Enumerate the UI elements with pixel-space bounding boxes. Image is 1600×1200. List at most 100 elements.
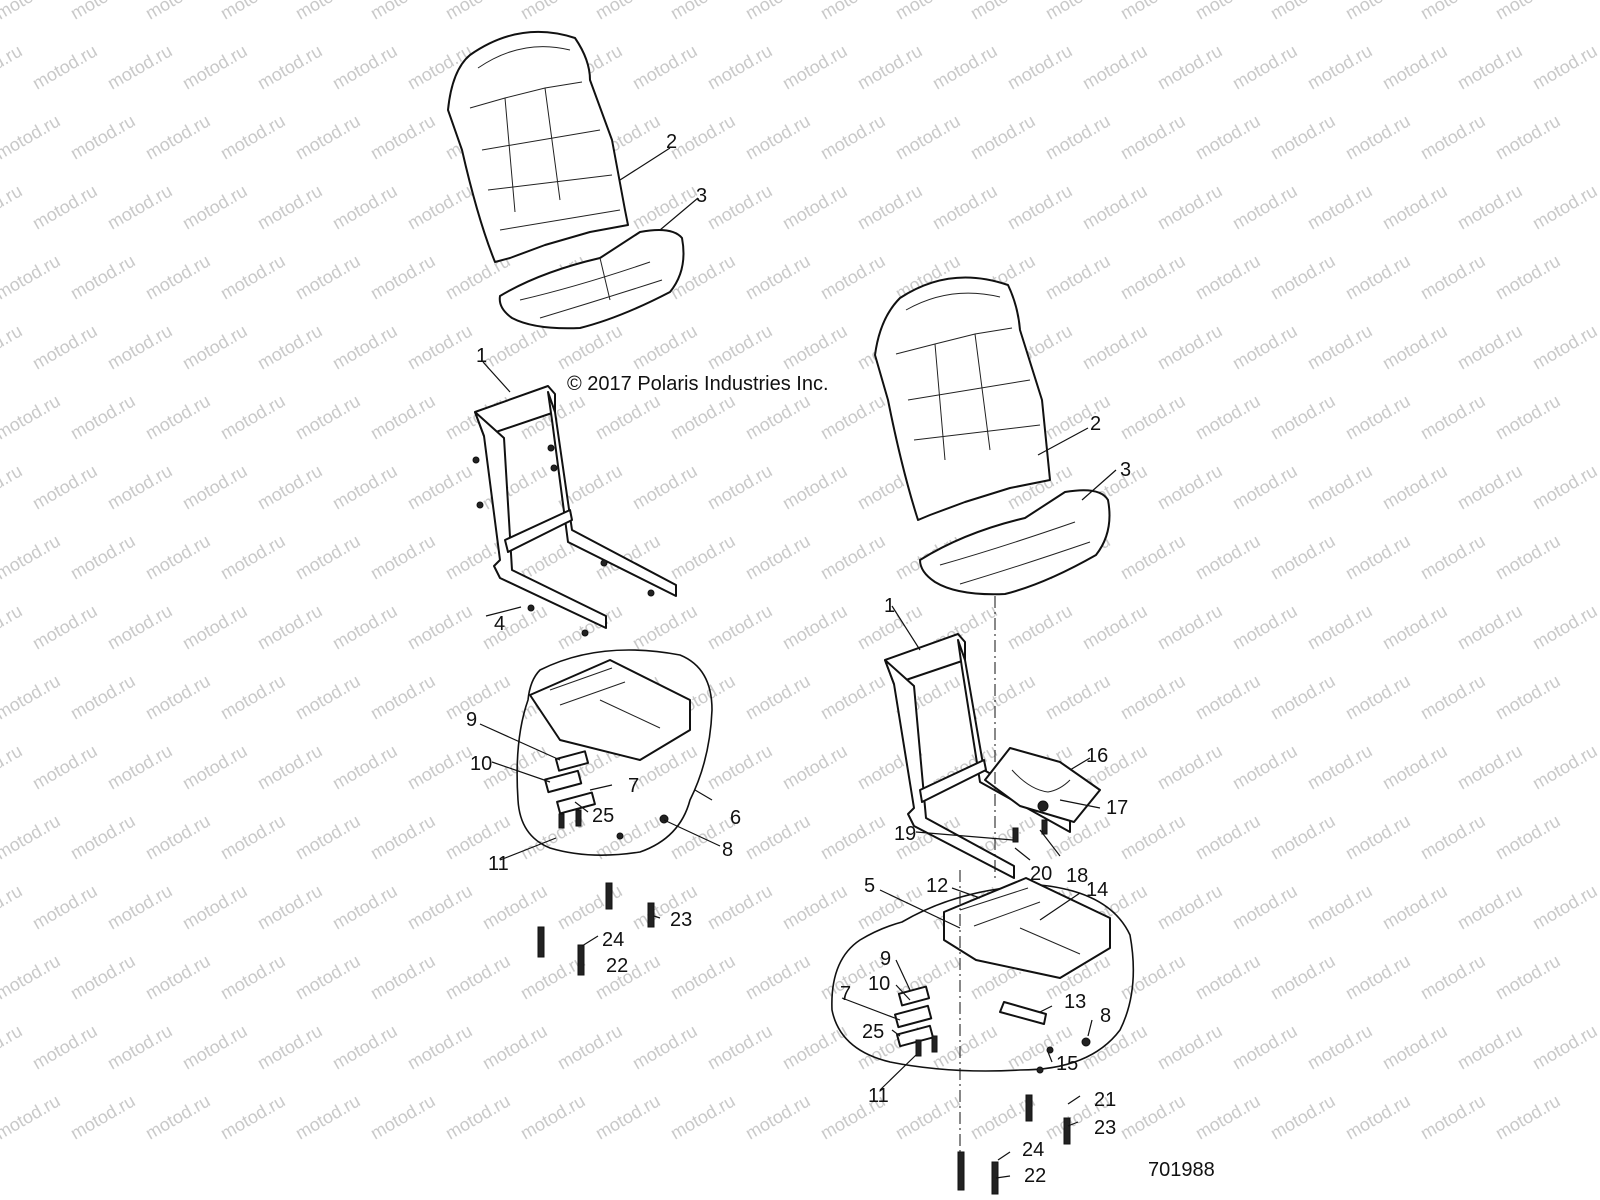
watermark-text: motod.ru — [0, 391, 64, 444]
callout-left-2: 2 — [666, 131, 677, 153]
watermark-text: motod.ru — [1342, 811, 1414, 864]
watermark-text: motod.ru — [1342, 951, 1414, 1004]
watermark-text: motod.ru — [704, 41, 776, 94]
watermark-text: motod.ru — [1342, 0, 1414, 23]
callout-right-9: 9 — [880, 948, 891, 970]
watermark-text: motod.ru — [1454, 321, 1526, 374]
watermark-text: motod.ru — [1267, 0, 1339, 23]
watermark-text: motod.ru — [1117, 951, 1189, 1004]
watermark-text: motod.ru — [1154, 461, 1226, 514]
watermark-text: motod.ru — [1154, 881, 1226, 934]
watermark-text: motod.ru — [517, 1091, 589, 1144]
watermark-text: motod.ru — [67, 811, 139, 864]
watermark-text: motod.ru — [742, 951, 814, 1004]
watermark-text: motod.ru — [1379, 881, 1451, 934]
watermark-text: motod.ru — [329, 461, 401, 514]
watermark-text: motod.ru — [1342, 531, 1414, 584]
watermark-text: motod.ru — [1117, 251, 1189, 304]
watermark-text: motod.ru — [1154, 1021, 1226, 1074]
watermark-text: motod.ru — [404, 1021, 476, 1074]
watermark-text: motod.ru — [967, 111, 1039, 164]
watermark-text: motod.ru — [292, 671, 364, 724]
watermark-text: motod.ru — [1454, 41, 1526, 94]
watermark-text: motod.ru — [742, 671, 814, 724]
watermark-text: motod.ru — [142, 951, 214, 1004]
watermark-text: motod.ru — [892, 111, 964, 164]
callout-left-4: 4 — [494, 613, 505, 635]
watermark-text: motod.ru — [254, 1021, 326, 1074]
watermark-text: motod.ru — [292, 811, 364, 864]
watermark-text: motod.ru — [442, 0, 514, 23]
watermark-text: motod.ru — [1117, 671, 1189, 724]
watermark-text: motod.ru — [1454, 181, 1526, 234]
watermark-text: motod.ru — [67, 0, 139, 23]
watermark-text: motod.ru — [1229, 41, 1301, 94]
watermark-text: motod.ru — [1379, 41, 1451, 94]
watermark-text: motod.ru — [404, 461, 476, 514]
watermark-text: motod.ru — [217, 111, 289, 164]
watermark-text: motod.ru — [1304, 41, 1376, 94]
watermark-text: motod.ru — [1229, 601, 1301, 654]
watermark-text: motod.ru — [367, 951, 439, 1004]
watermark-text: motod.ru — [817, 531, 889, 584]
watermark-text: motod.ru — [929, 1021, 1001, 1074]
watermark-text: motod.ru — [0, 1021, 26, 1074]
watermark-text: motod.ru — [1417, 1091, 1489, 1144]
callout-right-14: 14 — [1086, 879, 1108, 901]
watermark-text: motod.ru — [1154, 321, 1226, 374]
callout-right-24: 24 — [1022, 1139, 1044, 1161]
watermark-text: motod.ru — [67, 1091, 139, 1144]
watermark-text: motod.ru — [704, 1021, 776, 1074]
watermark-text: motod.ru — [329, 181, 401, 234]
watermark-text: motod.ru — [442, 1091, 514, 1144]
watermark-text: motod.ru — [967, 671, 1039, 724]
watermark-text: motod.ru — [367, 531, 439, 584]
watermark-text: motod.ru — [142, 391, 214, 444]
watermark-text: motod.ru — [67, 531, 139, 584]
watermark-text: motod.ru — [1492, 251, 1564, 304]
watermark-text: motod.ru — [1529, 1021, 1600, 1074]
watermark-text: motod.ru — [1529, 741, 1600, 794]
watermark-text: motod.ru — [1154, 41, 1226, 94]
callout-right-11: 11 — [868, 1085, 889, 1107]
watermark-text: motod.ru — [142, 811, 214, 864]
watermark-text: motod.ru — [479, 1021, 551, 1074]
watermark-text: motod.ru — [142, 671, 214, 724]
watermark-text: motod.ru — [742, 111, 814, 164]
watermark-text: motod.ru — [254, 741, 326, 794]
callout-left-6: 6 — [730, 807, 741, 829]
watermark-text: motod.ru — [704, 461, 776, 514]
watermark-text: motod.ru — [1417, 531, 1489, 584]
watermark-text: motod.ru — [404, 321, 476, 374]
watermark-text: motod.ru — [1492, 0, 1564, 23]
watermark-text: motod.ru — [217, 811, 289, 864]
callout-left-25: 25 — [592, 805, 614, 827]
callout-right-1: 1 — [884, 595, 895, 617]
watermark-text: motod.ru — [0, 741, 26, 794]
watermark-text: motod.ru — [1342, 671, 1414, 724]
watermark-text: motod.ru — [1267, 671, 1339, 724]
watermark-text: motod.ru — [779, 461, 851, 514]
callout-right-8: 8 — [1100, 1005, 1111, 1027]
watermark-text: motod.ru — [854, 41, 926, 94]
callout-right-2: 2 — [1090, 413, 1101, 435]
watermark-text: motod.ru — [779, 1021, 851, 1074]
watermark-text: motod.ru — [179, 41, 251, 94]
callout-right-16: 16 — [1086, 745, 1108, 767]
watermark-text: motod.ru — [629, 461, 701, 514]
watermark-text: motod.ru — [1417, 0, 1489, 23]
watermark-text: motod.ru — [1042, 0, 1114, 23]
watermark-text: motod.ru — [1154, 601, 1226, 654]
watermark-text: motod.ru — [0, 601, 26, 654]
watermark-text: motod.ru — [592, 1091, 664, 1144]
watermark-text: motod.ru — [1454, 461, 1526, 514]
watermark-text: motod.ru — [1042, 671, 1114, 724]
watermark-text: motod.ru — [254, 601, 326, 654]
watermark-text: motod.ru — [292, 531, 364, 584]
watermark-text: motod.ru — [104, 741, 176, 794]
watermark-text: motod.ru — [1004, 181, 1076, 234]
watermark-text: motod.ru — [1192, 531, 1264, 584]
watermark-text: motod.ru — [367, 391, 439, 444]
callout-left-11: 11 — [488, 853, 509, 875]
